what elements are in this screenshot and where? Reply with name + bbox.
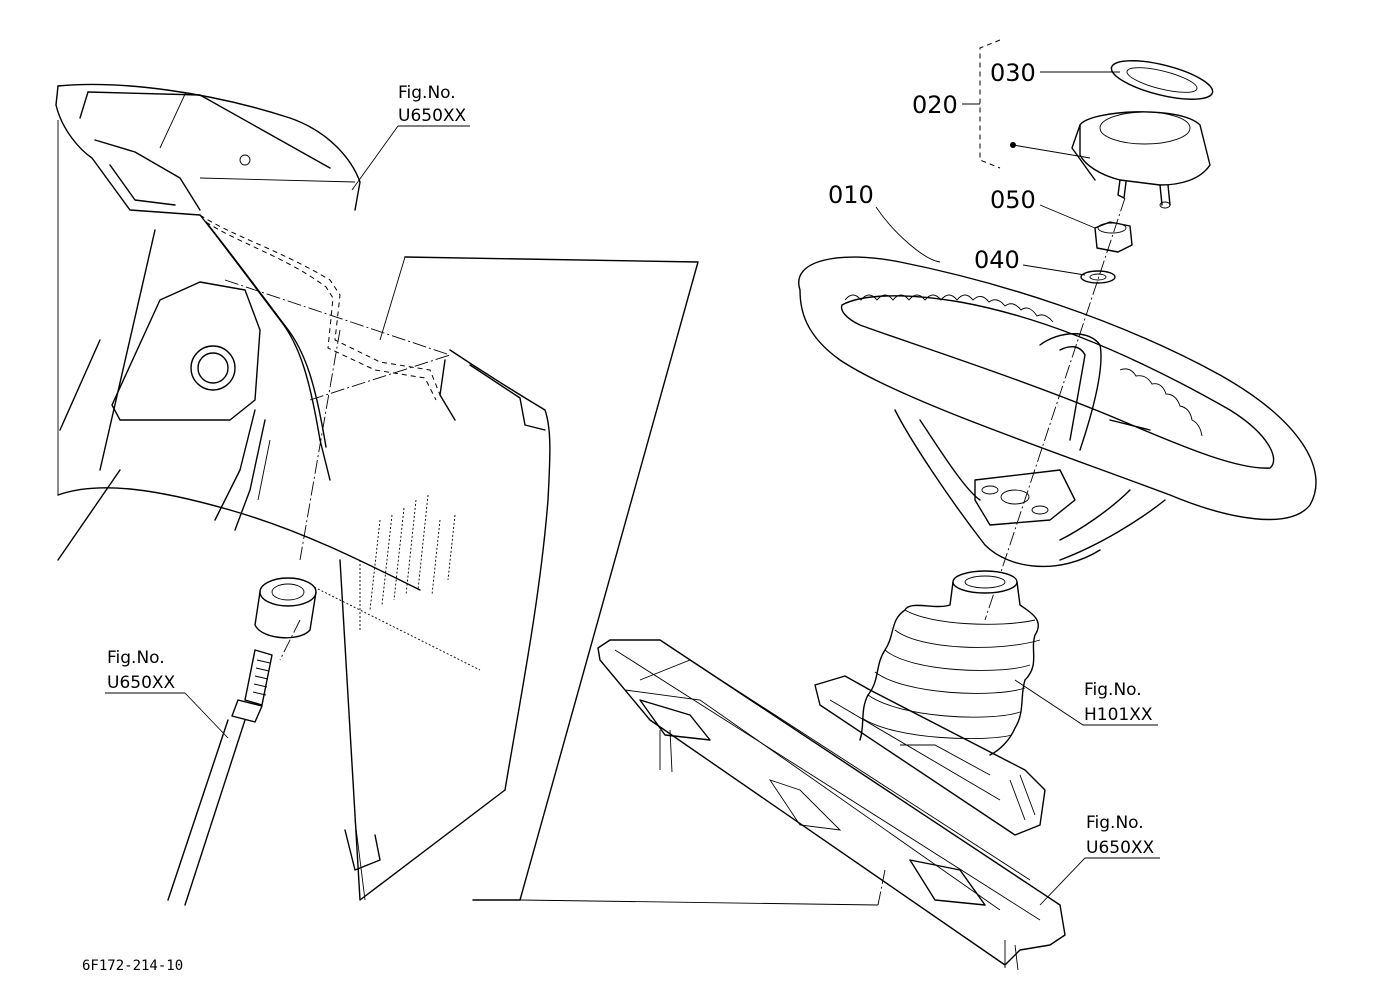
fig-ref-code-dash-panel: U650XX <box>398 106 467 126</box>
fig-ref-prefix-steering-shaft: Fig.No. <box>107 648 165 668</box>
steering-wheel-illustration <box>519 39 1317 971</box>
part-label-050: 050 <box>990 186 1036 214</box>
fig-ref-prefix-bracket: Fig.No. <box>1086 813 1144 833</box>
fig-ref-code-bracket: U650XX <box>1086 838 1155 858</box>
fig-ref-prefix-dash-panel: Fig.No. <box>398 83 456 103</box>
fig-ref-code-steering-shaft: U650XX <box>107 673 176 693</box>
dash-panel-illustration <box>55 83 699 906</box>
leader-lines <box>105 71 1160 906</box>
part-label-020: 020 <box>912 91 958 119</box>
part-label-010: 010 <box>828 181 874 209</box>
fig-ref-code-boot: H101XX <box>1084 705 1153 725</box>
part-label-040: 040 <box>974 246 1020 274</box>
drawing-code: 6F172-214-10 <box>82 958 183 974</box>
part-label-030: 030 <box>990 59 1036 87</box>
part-number-labels: 030 020 010 050 040 <box>828 59 1036 274</box>
fig-ref-prefix-boot: Fig.No. <box>1084 680 1142 700</box>
figure-references: Fig.No. U650XX Fig.No. U650XX Fig.No. H1… <box>107 83 1155 858</box>
